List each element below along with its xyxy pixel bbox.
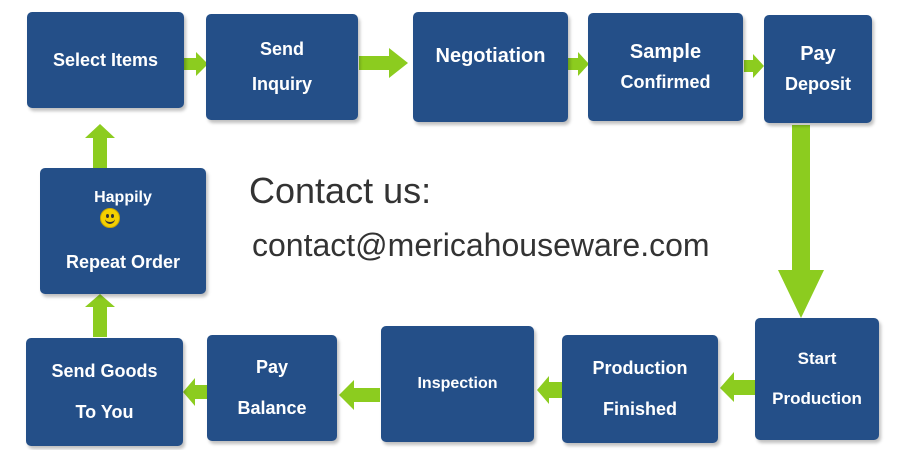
step-select-items: Select Items	[27, 12, 184, 108]
arrow-left-3	[339, 380, 380, 410]
step-label-line1-wrap: Happily	[94, 189, 152, 228]
step-label-line1: Sample	[629, 41, 702, 64]
arrow-down	[778, 125, 824, 318]
step-start-production: Start Production	[755, 318, 879, 440]
step-label-line1: Happily	[94, 189, 152, 207]
step-label-line2: Balance	[237, 398, 307, 418]
arrow-right-2	[359, 48, 408, 78]
step-send-inquiry: Send Inquiry	[206, 14, 358, 120]
step-label-line1: Start	[797, 349, 837, 369]
step-label-line2: Inquiry	[251, 74, 312, 94]
smiley-icon	[100, 207, 121, 228]
arrow-left-4	[183, 378, 207, 406]
step-production-finished: Production Finished	[562, 335, 718, 443]
arrow-right-4	[744, 54, 764, 78]
step-negotiation: Negotiation	[413, 12, 568, 122]
step-label-line2: Deposit	[784, 74, 851, 95]
arrow-left-2	[537, 376, 562, 404]
step-label-line2: Production	[772, 389, 862, 408]
arrow-right-1	[183, 52, 208, 76]
step-send-goods: Send Goods To You	[26, 338, 183, 446]
step-label: Inspection	[417, 374, 498, 392]
step-label-line1: Send Goods	[51, 361, 158, 382]
step-label-line1: Send	[259, 39, 304, 60]
step-inspection: Inspection	[381, 326, 534, 442]
arrow-left-1	[720, 372, 756, 402]
contact-email: contact@mericahouseware.com	[252, 227, 710, 263]
step-sample-confirmed: Sample Confirmed	[588, 13, 743, 121]
step-pay-deposit: Pay Deposit	[764, 15, 872, 123]
contact-title: Contact us:	[249, 170, 432, 211]
step-label-line2: Finished	[602, 399, 677, 419]
step-label-line2: Repeat Order	[65, 251, 181, 272]
step-label-line1: Pay	[255, 357, 289, 378]
step-label: Negotiation	[435, 44, 546, 67]
step-label-line2: Confirmed	[620, 72, 711, 93]
arrow-up-1	[85, 294, 115, 337]
step-label-line2: To You	[75, 402, 134, 422]
step-label-line1: Production	[592, 358, 688, 379]
arrow-up-2	[85, 124, 115, 168]
step-pay-balance: Pay Balance	[207, 335, 337, 441]
step-label: Select Items	[52, 49, 159, 70]
step-label-line1: Pay	[800, 43, 836, 66]
arrow-right-3	[568, 52, 589, 76]
step-repeat-order: Happily Repeat Order	[40, 168, 206, 294]
